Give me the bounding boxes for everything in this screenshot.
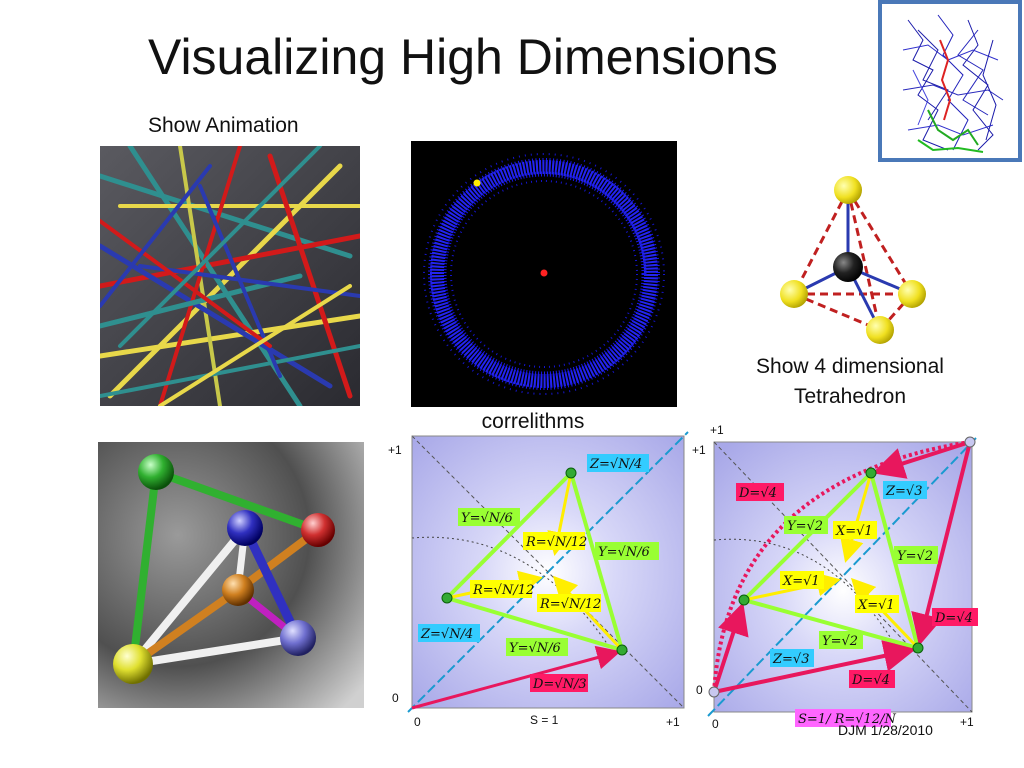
right-label-z-left: Z=√3 [772,652,809,667]
protein-structure-thumbnail[interactable] [878,0,1022,162]
right-label-y-right: Y=√2 [897,549,933,564]
left-label-r-top: R=√N/12 [525,535,587,550]
show-animation-link[interactable]: Show Animation [148,114,299,137]
tetrahedron-image[interactable] [770,172,935,347]
right-label-d-right: D=√4 [934,611,973,626]
left-label-r-right: R=√N/12 [539,597,601,612]
right-label-x-left: X=√1 [782,574,820,589]
footer-date: DJM 1/28/2010 [838,722,933,738]
correlithm-triangle-diagram-left: +1 0 0 S = 1 +1 Z=√N/4 Y=√N/6 R=√N/12 Y=… [388,431,689,729]
left-x-left-label: 0 [414,715,421,729]
tetrahedron-caption-line2: Tetrahedron [793,385,907,408]
right-label-z-top: Z=√3 [885,484,922,499]
right-label-d-bottom: D=√4 [851,673,890,688]
right-formula-label: S=1/ R=√12/N [798,712,896,727]
right-x-right-label: +1 [960,715,974,729]
right-x-left-label: 0 [712,717,719,731]
page-title: Visualizing High Dimensions [148,29,778,85]
left-y-bottom-label: 0 [392,691,399,705]
left-y-top-label: +1 [388,443,402,457]
right-y-bottom-label: 0 [696,683,703,697]
left-x-mid-label: S = 1 [530,713,559,727]
left-label-y-bottom: Y=√N/6 [509,641,561,656]
tetrahedron-caption[interactable]: Show 4 dimensional Tetrahedron [730,352,970,412]
right-label-y-bottom: Y=√2 [822,634,858,649]
tetrahedron-caption-line1: Show 4 dimensional [756,355,944,378]
center-point [540,269,548,277]
left-label-r-left: R=√N/12 [472,583,534,598]
left-label-z-left: Z=√N/4 [420,627,473,642]
right-label-x-right: X=√1 [857,598,895,613]
highlight-point [473,179,481,187]
right-label-x-top: X=√1 [835,524,873,539]
right-y-top-label-b: +1 [692,443,706,457]
left-label-y-left: Y=√N/6 [461,511,513,526]
right-label-d-top: D=√4 [738,486,777,501]
right-label-y-left: Y=√2 [787,519,823,534]
left-x-right-label: +1 [666,715,680,729]
left-label-y-right: Y=√N/6 [598,545,650,560]
correlithm-ring-image [411,141,677,407]
correlithms-caption: correlithms [438,410,628,434]
correlithm-triangle-diagram-right: +1 +1 0 0 +1 D=√4 Z=√3 Y=√2 X=√1 Y=√2 X=… [692,423,978,731]
tetrahedron-3d-render [98,442,364,708]
left-label-z-top: Z=√N/4 [589,457,642,472]
left-label-d-bottom: D=√N/3 [532,677,587,692]
right-y-top-label-a: +1 [710,423,724,437]
pickup-sticks-image [100,146,360,406]
